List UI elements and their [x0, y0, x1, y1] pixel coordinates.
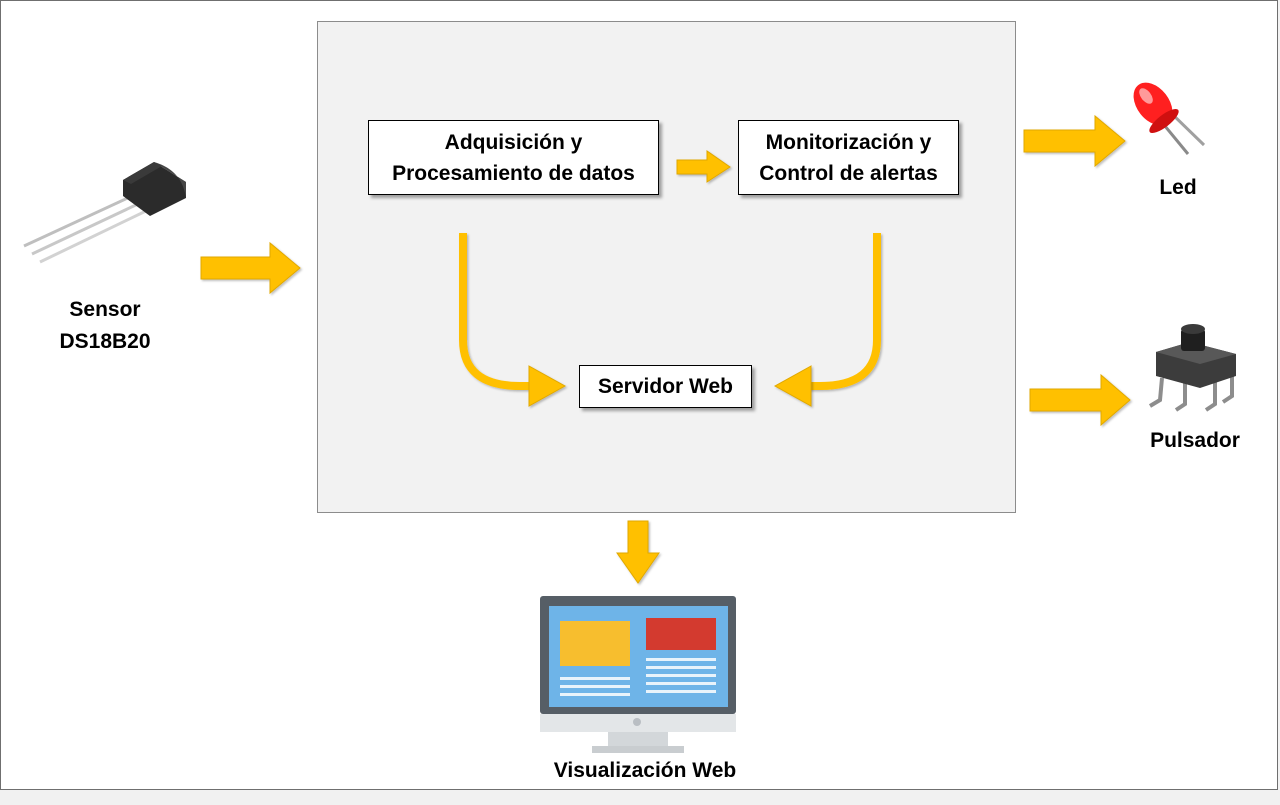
acquisition-to-server-connector — [459, 233, 532, 390]
ds18b20-sensor-icon — [23, 162, 186, 264]
process-flow-arrow — [676, 150, 731, 183]
monitor-icon — [540, 596, 736, 753]
acquisition-to-server-arrowhead — [528, 365, 567, 407]
processing-system-box — [317, 21, 1016, 513]
push-button-icon — [1148, 324, 1236, 412]
button-output-arrow — [1029, 373, 1131, 427]
web-visualization-label: Visualización Web — [553, 759, 737, 782]
led-output-arrow — [1023, 114, 1126, 168]
monitoring-to-server-connector — [808, 233, 881, 390]
button-label: Pulsador — [1150, 429, 1240, 452]
red-led-icon — [1133, 82, 1206, 155]
web-output-arrow — [616, 520, 660, 584]
bottom-strip — [0, 790, 1280, 805]
monitoring-to-server-arrowhead — [773, 365, 812, 407]
monitoring-node: Monitorización y Control de alertas — [738, 120, 959, 195]
acquisition-node: Adquisición y Procesamiento de datos — [368, 120, 659, 195]
sensor-input-arrow — [200, 241, 301, 295]
server-node: Servidor Web — [579, 365, 752, 408]
sensor-label: Sensor DS18B20 — [59, 298, 151, 353]
led-label: Led — [1159, 176, 1197, 199]
